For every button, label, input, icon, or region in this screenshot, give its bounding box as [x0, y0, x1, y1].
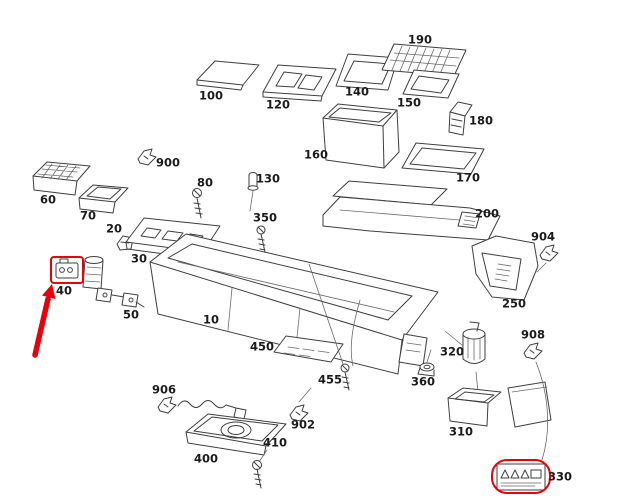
part-330-warning-label	[491, 361, 551, 494]
leader-902	[298, 387, 312, 403]
part-250-side-panel	[471, 235, 539, 301]
part-label-10: 10	[202, 312, 220, 327]
part-label-60: 60	[39, 192, 57, 207]
part-label-410: 410	[262, 435, 288, 450]
part-50-link-bracket	[95, 287, 145, 308]
highlight-box-part-40	[50, 256, 84, 284]
leader-904	[536, 262, 547, 273]
part-label-120: 120	[265, 97, 291, 112]
part-label-330: 330	[547, 469, 573, 484]
part-60-tray	[32, 161, 91, 196]
part-label-80: 80	[196, 175, 214, 190]
part-label-30: 30	[130, 251, 148, 266]
part-label-20: 20	[105, 221, 123, 236]
part-label-400: 400	[193, 451, 219, 466]
part-label-170: 170	[455, 170, 481, 185]
part-label-140: 140	[344, 84, 370, 99]
part-label-906: 906	[151, 382, 177, 397]
part-400-bottom-tray	[185, 413, 287, 456]
pointer-arrow	[32, 284, 56, 358]
part-label-130: 130	[255, 171, 281, 186]
part-label-450: 450	[249, 339, 275, 354]
part-130-knob	[247, 172, 259, 212]
film-sheet	[507, 381, 552, 428]
part-label-40: 40	[55, 283, 73, 298]
part-200-armrest-assembly	[322, 180, 501, 241]
clip-icon-906	[157, 396, 177, 414]
part-160-storage-box	[322, 103, 400, 169]
part-label-902: 902	[290, 417, 316, 432]
clip-icon-900	[137, 148, 157, 166]
part-label-70: 70	[79, 208, 97, 223]
part-360-grommet	[417, 349, 435, 377]
part-150-panel	[402, 69, 460, 99]
part-80-screw	[192, 188, 203, 219]
part-410-screw	[252, 449, 268, 489]
part-310-tray-box	[447, 371, 502, 427]
part-label-200: 200	[474, 206, 500, 221]
part-label-250: 250	[501, 296, 527, 311]
part-350-screw	[256, 225, 266, 253]
part-label-360: 360	[410, 374, 436, 389]
part-100-lid	[196, 60, 260, 91]
part-label-190: 190	[407, 32, 433, 47]
part-label-908: 908	[520, 327, 546, 342]
warning-label-red-circle	[491, 459, 551, 494]
part-label-310: 310	[448, 424, 474, 439]
part-label-320: 320	[439, 344, 465, 359]
part-70-tray-lid	[78, 184, 129, 214]
clip-icon-902	[289, 404, 309, 422]
part-170-frame-ring	[401, 142, 485, 175]
part-label-160: 160	[303, 147, 329, 162]
part-450-bracket	[273, 335, 344, 363]
part-label-904: 904	[530, 229, 556, 244]
part-label-900: 900	[155, 155, 181, 170]
part-120-frame	[262, 64, 337, 102]
clip-icon-908	[523, 342, 543, 360]
part-label-100: 100	[198, 88, 224, 103]
part-label-50: 50	[122, 307, 140, 322]
part-label-150: 150	[396, 95, 422, 110]
clip-icon-904	[539, 244, 559, 262]
part-320-cupholder-insert	[444, 321, 486, 364]
part-180-connector-block	[448, 101, 473, 136]
part-label-455: 455	[317, 372, 343, 387]
part-label-350: 350	[252, 210, 278, 225]
part-label-180: 180	[468, 113, 494, 128]
part-455-screw	[308, 263, 350, 391]
